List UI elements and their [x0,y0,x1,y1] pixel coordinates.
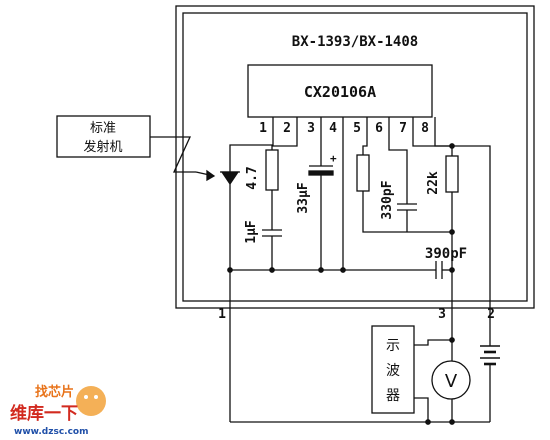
pin-3-label: 3 [307,121,315,136]
capacitor-330pf-label: 330pF [380,180,395,219]
resistor-pin5 [356,154,370,192]
pin2-network [262,138,298,270]
oscilloscope-char-1: 示 [386,338,400,354]
voltmeter-symbol [431,360,471,400]
capacitor-33uf-plus: + [330,152,337,165]
resistor-22k-label: 22k [426,171,441,195]
module-label: BX-1393/BX-1408 [292,34,418,50]
resistor-22k [445,155,459,193]
pin8-wire [434,138,491,305]
capacitor-1uf-label: 1μF [244,220,259,244]
transmitter-label-line2: 发射机 [83,139,122,155]
pin3-network: + [308,138,337,270]
pin-4-label: 4 [329,121,337,136]
module-enclosure [175,5,535,309]
terminal-2-label: 2 [487,307,495,322]
ir-beam [150,136,196,173]
watermark: 找芯片 维库一下 www.dzsc.com [10,384,106,437]
pin1-wiring [229,138,274,270]
resistor-4-7-label: 4.7 [245,166,260,189]
capacitor-33uf-plate-bottom [308,170,334,176]
photodiode-symbol [195,158,240,186]
ic-pin-leads [272,117,436,138]
ic-pin-numbers: 1 2 3 4 5 6 7 8 [259,121,429,136]
transmitter-label-line1: 标准 [90,121,116,136]
pin6-network [388,138,417,232]
pin5-network [356,138,452,233]
external-wiring [230,337,490,425]
terminal-3-label: 3 [438,307,446,322]
capacitor-390pf-label: 390pF [425,246,467,262]
ground-bus [227,261,455,279]
pin-2-label: 2 [283,121,291,136]
pin-1-label: 1 [259,121,267,136]
ic-body [247,64,433,118]
oscilloscope-char-3: 器 [386,388,400,404]
watermark-url: www.dzsc.com [14,427,88,437]
pin-5-label: 5 [353,121,361,136]
watermark-top-text: 找芯片 [35,384,74,400]
pin-8-label: 8 [421,121,429,136]
capacitor-33uf-label: 33μF [296,182,311,213]
resistor-4-7 [265,149,279,191]
battery-symbol [480,305,500,422]
watermark-mascot [76,386,106,416]
pin-6-label: 6 [375,121,383,136]
watermark-brand: 维库一下 [10,403,78,424]
oscilloscope-box [371,325,415,414]
ic-label: CX20106A [304,83,376,101]
pin-7-label: 7 [399,121,407,136]
oscilloscope-char-2: 波 [386,363,400,379]
voltmeter-label: V [445,371,458,392]
terminal-1-label: 1 [218,307,226,322]
